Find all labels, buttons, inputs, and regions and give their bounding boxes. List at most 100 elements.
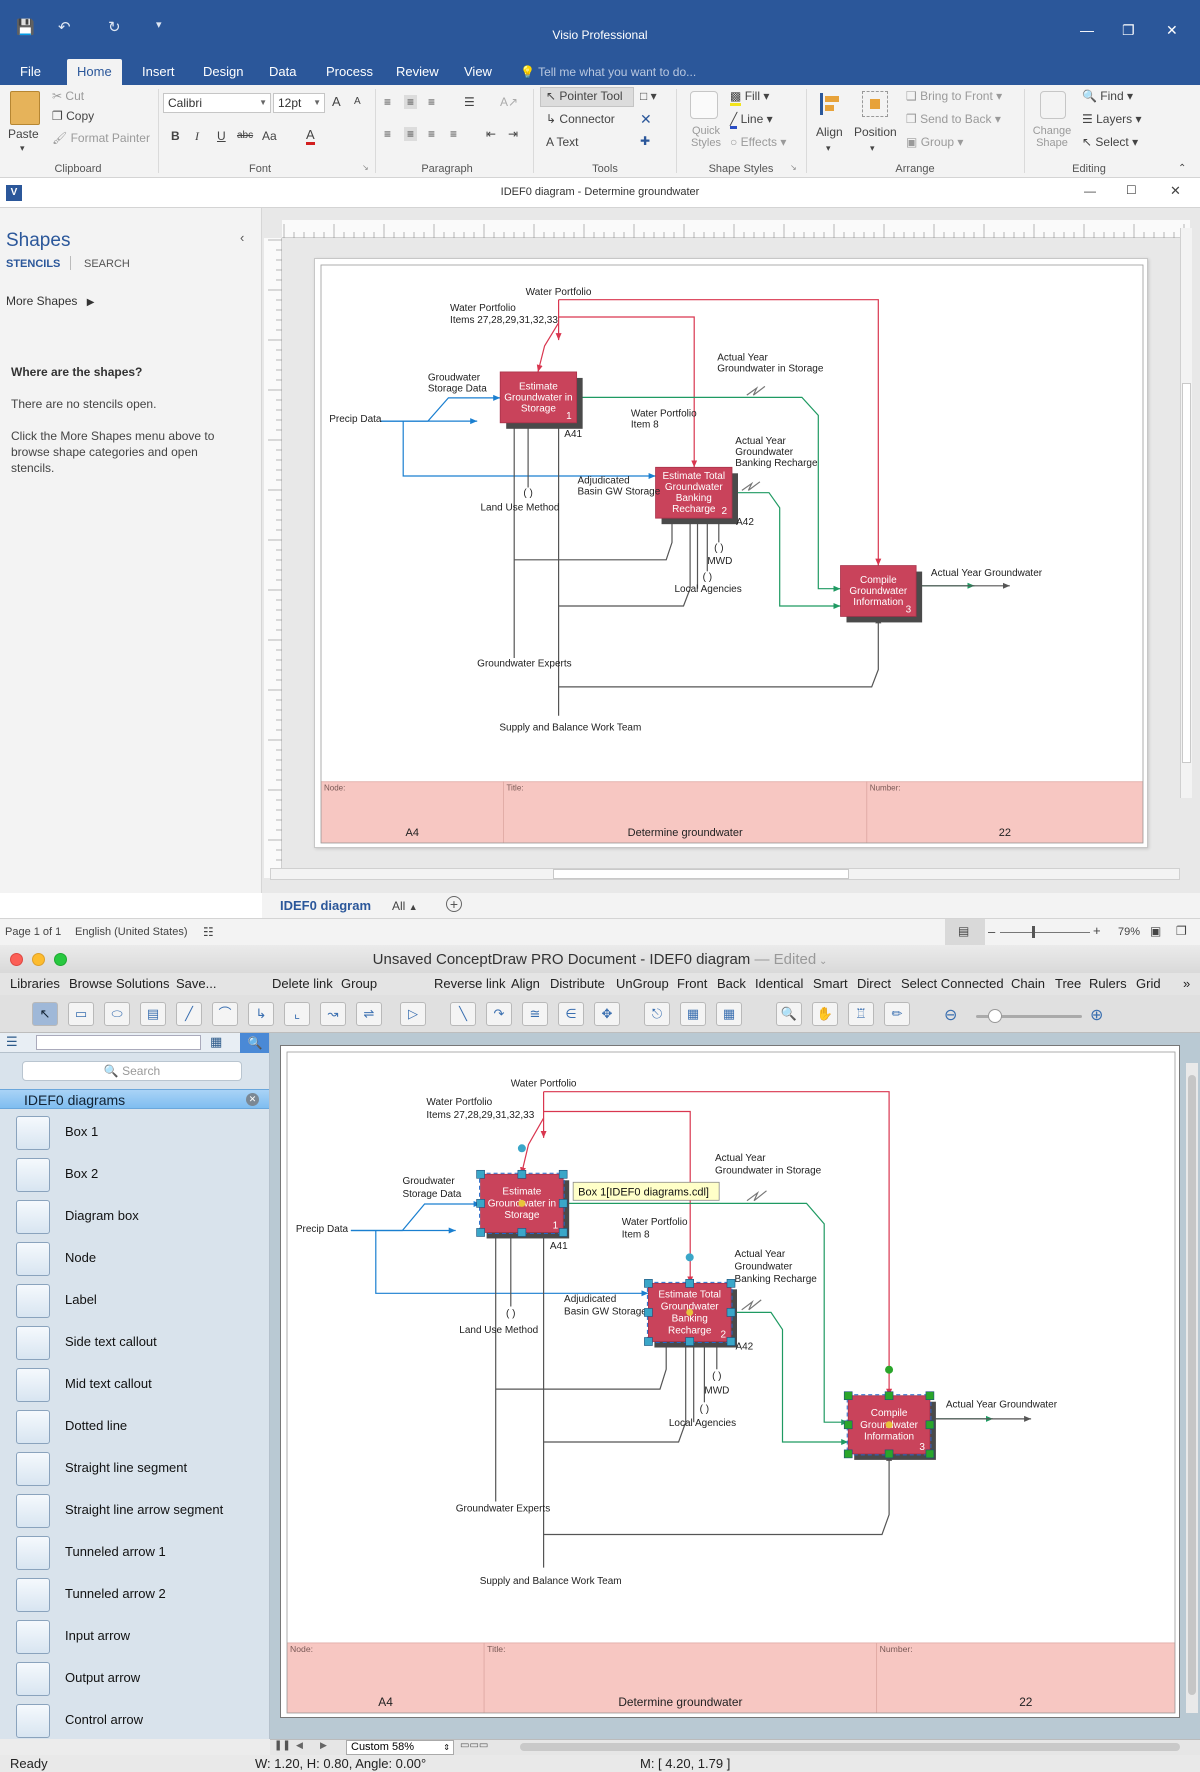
indent-decrease-icon[interactable]: ⇤: [486, 127, 497, 141]
align-top-icon[interactable]: ≡: [384, 95, 392, 109]
zoom-out-button[interactable]: –: [988, 924, 996, 939]
strikethrough-button[interactable]: abc: [237, 130, 254, 141]
menu-grid[interactable]: Grid: [1136, 976, 1161, 991]
dialog-launcher-icon[interactable]: ↘: [790, 163, 797, 172]
selection-handle[interactable]: [517, 1228, 527, 1237]
all-pages-tab[interactable]: All ▲: [392, 899, 418, 913]
library-item[interactable]: Dotted line: [0, 1405, 269, 1447]
menu-rulers[interactable]: Rulers: [1089, 976, 1127, 991]
menu-delete-link[interactable]: Delete link: [272, 976, 333, 991]
align-center-icon[interactable]: ≡: [404, 127, 418, 141]
doc-maximize-icon[interactable]: ☐: [1126, 183, 1137, 197]
library-item[interactable]: Control arrow: [0, 1699, 269, 1739]
align-icon[interactable]: [818, 91, 844, 117]
paste-button[interactable]: Paste: [8, 127, 39, 141]
chevron-down-icon[interactable]: ⌄: [816, 956, 828, 967]
menu-reverse-link[interactable]: Reverse link: [434, 976, 506, 991]
change-case-button[interactable]: Aa: [262, 129, 277, 143]
shrink-font-button[interactable]: A: [354, 96, 361, 107]
chevron-down-icon[interactable]: ▾: [870, 143, 875, 153]
pan-hand-icon[interactable]: ✋: [812, 1002, 838, 1026]
zoom-in-button[interactable]: +: [1093, 923, 1101, 938]
library-filter-field[interactable]: [36, 1035, 201, 1050]
spline-tool-icon[interactable]: ✥: [594, 1002, 620, 1026]
center-point[interactable]: [518, 1199, 526, 1207]
grow-font-button[interactable]: A: [332, 94, 341, 109]
page-tab-idef0[interactable]: IDEF0 diagram: [280, 898, 372, 913]
position-button[interactable]: Position: [854, 125, 897, 139]
undo-icon[interactable]: ↶: [58, 19, 71, 36]
font-name-combo[interactable]: Calibri▼: [163, 93, 271, 113]
menu-overflow-icon[interactable]: »: [1183, 976, 1191, 991]
chevron-down-icon[interactable]: ▾: [826, 143, 831, 153]
zoom-in-icon[interactable]: ⊕: [1090, 1007, 1104, 1024]
library-item[interactable]: Output arrow: [0, 1657, 269, 1699]
select-tool-icon[interactable]: ↖: [32, 1002, 58, 1026]
search-tab[interactable]: SEARCH: [84, 258, 130, 270]
align-middle-icon[interactable]: ≡: [404, 95, 418, 109]
menu-direct[interactable]: Direct: [857, 976, 891, 991]
selection-handle[interactable]: [685, 1279, 695, 1288]
stamp-tool-icon[interactable]: ♖: [848, 1002, 874, 1026]
selection-handle[interactable]: [685, 1337, 695, 1346]
selection-handle[interactable]: [726, 1337, 736, 1346]
align-button[interactable]: Align: [816, 125, 843, 139]
connection-point-icon[interactable]: ✚: [640, 134, 651, 148]
eyedropper-icon[interactable]: ✏: [884, 1002, 910, 1026]
copy-button[interactable]: ❐ Copy: [52, 109, 94, 123]
tab-process[interactable]: Process: [326, 64, 373, 79]
insert-picture-icon[interactable]: ▷: [400, 1002, 426, 1026]
cd-vertical-scrollbar[interactable]: [1186, 1063, 1198, 1713]
activity-box[interactable]: [499, 371, 578, 424]
rectangle-tool-icon[interactable]: □ ▾: [640, 89, 657, 103]
minimize-window-icon[interactable]: [32, 953, 45, 966]
prev-page-icon[interactable]: ◀: [296, 1740, 303, 1750]
library-item[interactable]: Straight line segment: [0, 1447, 269, 1489]
selection-handle[interactable]: [843, 1391, 853, 1401]
image-tool-icon[interactable]: ▦: [716, 1002, 742, 1026]
selection-handle[interactable]: [558, 1169, 568, 1179]
next-page-icon[interactable]: ▶: [320, 1740, 327, 1750]
layers-button[interactable]: ☰ Layers ▾: [1082, 112, 1142, 126]
library-item[interactable]: Diagram box: [0, 1195, 269, 1237]
tell-me-box[interactable]: 💡 Tell me what you want to do...: [520, 65, 696, 79]
indent-increase-icon[interactable]: ⇥: [508, 127, 519, 141]
selection-handle[interactable]: [644, 1337, 653, 1346]
redo-icon[interactable]: ↻: [108, 19, 121, 36]
selection-handle[interactable]: [925, 1391, 935, 1401]
zoom-tool-icon[interactable]: 🔍: [776, 1002, 802, 1026]
menu-front[interactable]: Front: [677, 976, 708, 991]
selection-handle[interactable]: [726, 1308, 736, 1317]
close-window-icon[interactable]: [10, 953, 23, 966]
vertical-scrollbar[interactable]: [1180, 228, 1192, 798]
grid-view-icon[interactable]: ▦: [210, 1034, 223, 1049]
menu-chain[interactable]: Chain: [1011, 976, 1045, 991]
switch-windows-icon[interactable]: ❐: [1176, 924, 1187, 938]
menu-select-connected[interactable]: Select Connected: [901, 976, 1004, 991]
bring-to-front-button[interactable]: ❑ Bring to Front ▾: [906, 89, 1003, 103]
italic-button[interactable]: I: [195, 129, 199, 143]
effects-button[interactable]: ○ Effects ▾: [730, 135, 787, 149]
menu-save[interactable]: Save...: [176, 976, 217, 991]
cd-scrollbar-thumb[interactable]: [1188, 1075, 1196, 1695]
close-library-icon[interactable]: ✕: [246, 1093, 259, 1106]
tab-data[interactable]: Data: [269, 64, 297, 79]
align-bottom-icon[interactable]: ≡: [428, 95, 436, 109]
ellipse-tool-icon[interactable]: ⬭: [104, 1002, 130, 1026]
line-button[interactable]: ╱ Line ▾: [730, 112, 773, 129]
curve-tool-icon[interactable]: ↷: [486, 1002, 512, 1026]
customize-toolbar-icon[interactable]: ▾: [156, 19, 162, 31]
activity-box[interactable]: [840, 565, 917, 617]
menu-tree[interactable]: Tree: [1055, 976, 1082, 991]
selection-handle[interactable]: [476, 1228, 485, 1237]
orthogonal-connector-icon[interactable]: ⌞: [284, 1002, 310, 1026]
tab-review[interactable]: Review: [396, 64, 439, 79]
connection-point[interactable]: [517, 1144, 526, 1153]
paste-dropdown-icon[interactable]: ▾: [20, 143, 25, 153]
smart-connector-icon[interactable]: ↝: [320, 1002, 346, 1026]
selection-handle[interactable]: [726, 1279, 736, 1288]
doc-close-icon[interactable]: ✕: [1170, 183, 1181, 198]
align-left-icon[interactable]: ≡: [384, 127, 392, 141]
